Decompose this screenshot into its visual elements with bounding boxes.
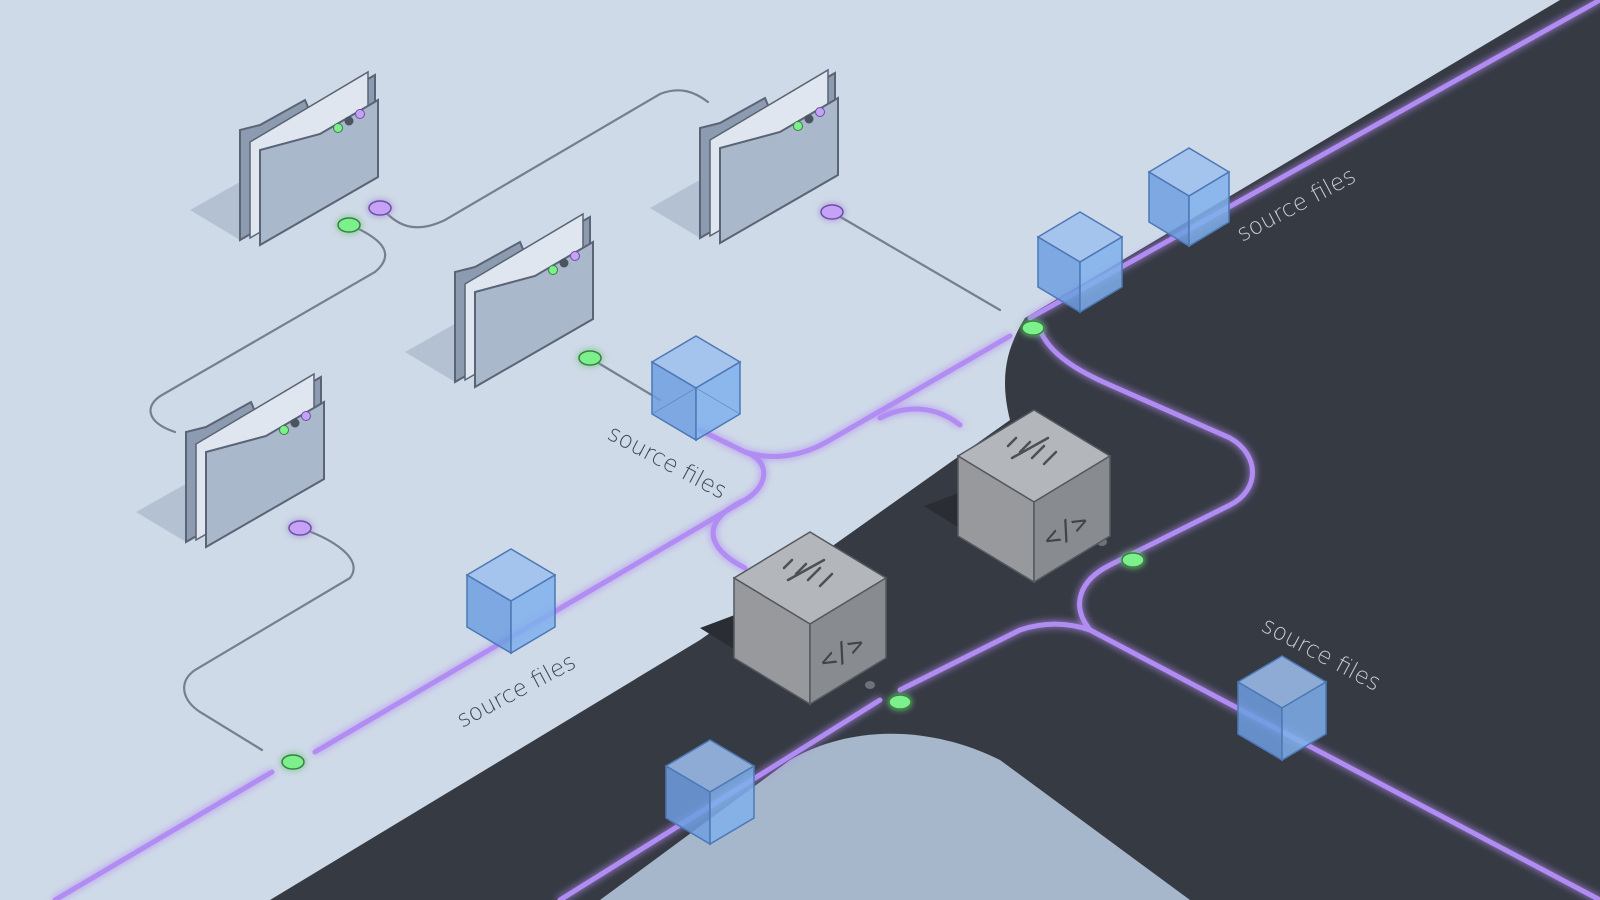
node-green-top-junction: [1021, 320, 1045, 336]
wire-folder4-bottom: [183, 526, 355, 752]
dot-2: [865, 681, 875, 689]
wire-folder3-cube: [588, 356, 662, 402]
connector-nodes: [281, 200, 1145, 770]
thin-wires: [149, 89, 1002, 752]
wire-folder1-folder4: [149, 223, 387, 434]
node-purple-folder4: [288, 520, 312, 536]
folder-icon: [190, 70, 379, 247]
connector-branch-a: [877, 406, 963, 428]
connector-main-upper: [52, 769, 275, 900]
folder-icon: [405, 212, 594, 389]
transparent-cube-icon: [1036, 211, 1124, 314]
folder-icon: [650, 68, 839, 245]
node-green-folder3: [578, 350, 602, 366]
transparent-cube-icon: [664, 739, 756, 846]
connector-top-right: [1027, 0, 1600, 321]
transparent-cube-icon: [1147, 147, 1231, 248]
node-purple-folder2: [820, 204, 844, 220]
node-green-folder1: [337, 217, 361, 233]
folder-icon: [136, 372, 325, 549]
transparent-cube-icon: [465, 548, 557, 655]
wire-folder1-folder2: [380, 89, 710, 229]
code-block-icon: </>: [924, 409, 1112, 584]
code-block-icon: </>: [700, 531, 888, 706]
transparent-cube-icon: [1236, 655, 1328, 762]
connector-mid-horizontal: [897, 621, 1093, 693]
wire-folder2-junction: [830, 210, 1002, 312]
connector-right-loop: [1037, 327, 1600, 900]
node-green-bottom-left: [281, 754, 305, 770]
connector-branch-down: [710, 497, 748, 571]
connector-cube-right: [697, 333, 1013, 459]
lower-light-panel: [600, 733, 1190, 900]
node-green-right: [1121, 552, 1145, 568]
node-purple-folder1: [368, 200, 392, 216]
node-green-bottom: [888, 694, 912, 710]
transparent-cube-icon: [650, 335, 742, 442]
